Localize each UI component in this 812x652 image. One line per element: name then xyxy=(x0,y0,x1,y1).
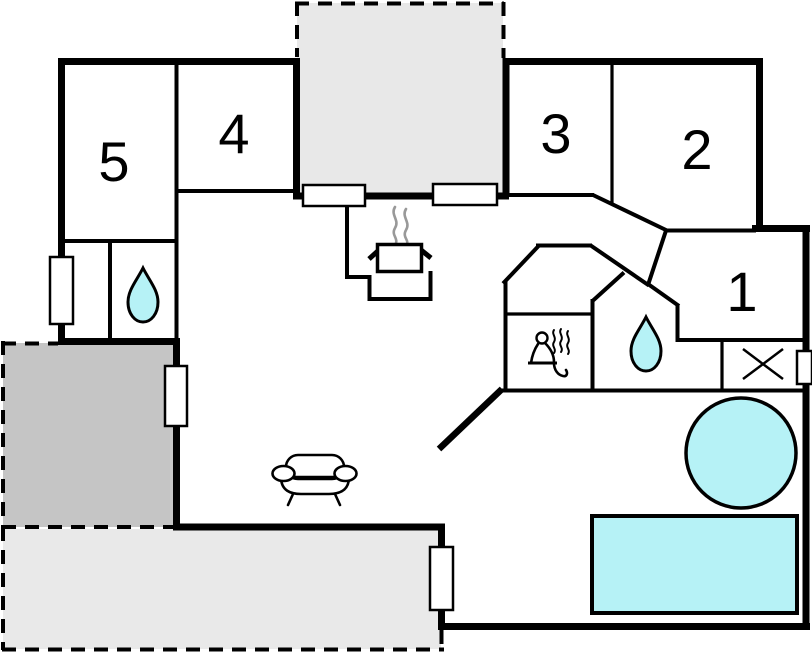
room-label-3: 3 xyxy=(540,102,572,165)
cross-mark-icon xyxy=(742,348,784,380)
pot xyxy=(375,242,424,274)
interior-walls xyxy=(59,60,806,393)
window xyxy=(48,255,75,326)
water-features xyxy=(126,264,799,615)
window xyxy=(301,183,367,208)
round-hot-tub xyxy=(684,396,798,510)
room-label-4: 4 xyxy=(218,102,250,165)
side-terrace xyxy=(3,343,176,527)
kitchen-counter xyxy=(345,198,433,301)
window xyxy=(428,545,455,612)
steam-icon xyxy=(392,205,409,246)
windows xyxy=(48,182,812,612)
window xyxy=(431,182,499,207)
water-drop-icon xyxy=(126,264,160,324)
sofa-icon xyxy=(271,453,358,507)
room-label-5: 5 xyxy=(98,130,130,193)
window xyxy=(163,364,189,428)
rectangular-pool xyxy=(590,514,799,615)
window xyxy=(795,349,812,386)
bottom-terrace xyxy=(3,529,441,649)
top-terrace xyxy=(297,3,503,195)
water-drop-icon xyxy=(629,313,663,373)
sauna-steam xyxy=(552,328,570,355)
terrace-dashed-borders xyxy=(1,1,506,652)
terraces xyxy=(3,3,503,649)
room-label-1: 1 xyxy=(726,260,758,323)
room-label-2: 2 xyxy=(681,118,713,181)
sauna-person-icon xyxy=(528,328,570,378)
stove-pot-icon xyxy=(367,205,433,274)
